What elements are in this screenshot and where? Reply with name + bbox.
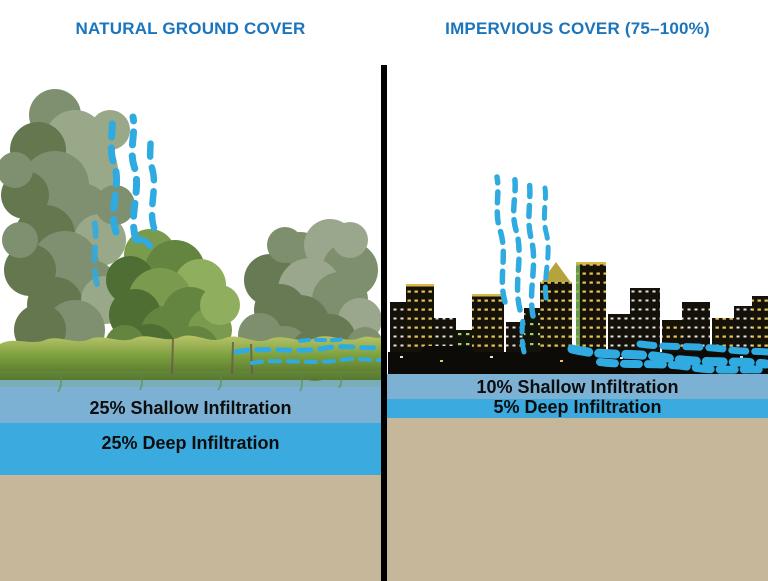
right-panel-title: IMPERVIOUS COVER (75–100%) <box>445 19 710 38</box>
runoff-arrows-right <box>567 340 768 374</box>
left-deep-infiltration-band <box>0 423 381 475</box>
left-panel-title: NATURAL GROUND COVER <box>75 19 306 38</box>
city-skyline <box>388 262 768 374</box>
left-soil-band <box>0 475 381 581</box>
panel-divider <box>381 65 387 581</box>
right-shallow-infiltration-band <box>387 374 768 399</box>
right-deep-infiltration-band <box>387 399 768 418</box>
large-tree <box>0 89 135 360</box>
left-shallow-infiltration-label: 25% Shallow Infiltration <box>89 398 292 418</box>
shrub-tree <box>105 229 240 376</box>
right-soil-band <box>387 418 768 581</box>
runoff-arrows-left <box>233 337 383 365</box>
right-shallow-infiltration-label: 10% Shallow Infiltration <box>476 377 679 397</box>
evapotranspiration-arrows-left <box>90 110 158 287</box>
tree-cluster <box>238 219 383 381</box>
left-deep-infiltration-label: 25% Deep Infiltration <box>101 433 280 453</box>
evapotranspiration-arrows-right <box>494 171 551 355</box>
right-deep-infiltration-label: 5% Deep Infiltration <box>493 397 662 417</box>
